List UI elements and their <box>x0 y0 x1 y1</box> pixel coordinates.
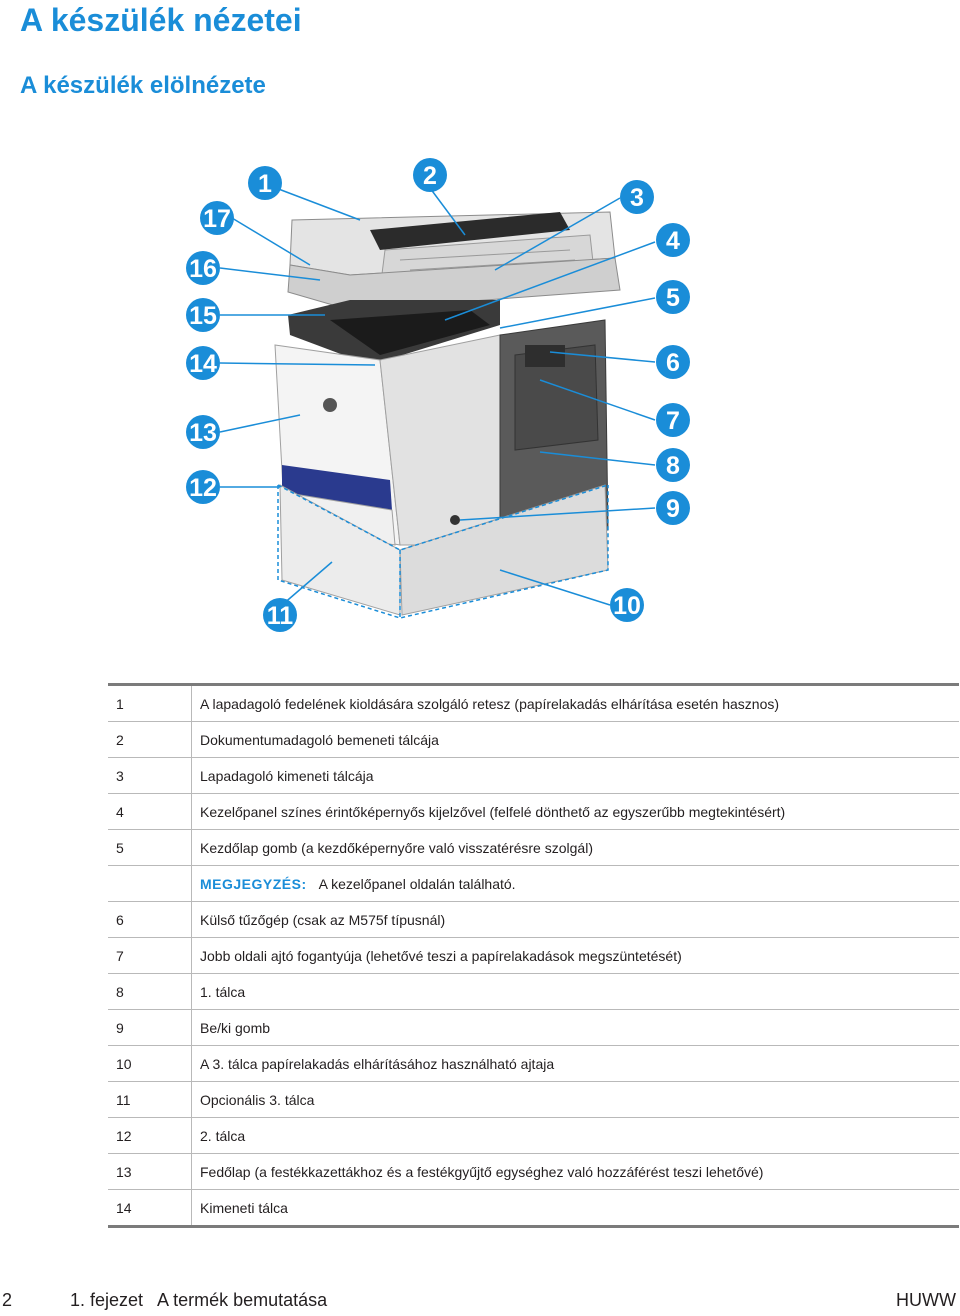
svg-text:13: 13 <box>189 419 217 447</box>
part-number: 14 <box>108 1189 192 1227</box>
part-description: Külső tűzőgép (csak az M575f típusnál) <box>200 911 446 928</box>
note-label: MEGJEGYZÉS: <box>200 875 307 892</box>
table-row: 13 Fedőlap (a festékkazettákhoz és a fes… <box>108 1153 959 1190</box>
svg-text:16: 16 <box>189 255 217 283</box>
part-description: Be/ki gomb <box>200 1019 271 1036</box>
page-number: 2 <box>2 1290 13 1310</box>
callout-15: 15 <box>186 298 220 332</box>
page-footer: 2 1. fejezet A termék bemutatása HUWW <box>0 1288 960 1316</box>
callout-4: 4 <box>656 223 690 257</box>
svg-text:4: 4 <box>666 227 680 255</box>
svg-text:11: 11 <box>267 602 294 630</box>
table-row: 8 1. tálca <box>108 973 959 1010</box>
part-description: 2. tálca <box>200 1127 246 1144</box>
svg-text:5: 5 <box>666 284 680 312</box>
part-description: Kezelőpanel színes érintőképernyős kijel… <box>200 803 786 820</box>
chapter-title: 1. fejezet A termék bemutatása <box>70 1290 328 1310</box>
part-description: Fedőlap (a festékkazettákhoz és a festék… <box>200 1163 764 1180</box>
callout-7: 7 <box>656 403 690 437</box>
callout-11: 11 <box>263 598 297 632</box>
page-title: A készülék nézetei <box>20 2 302 38</box>
table-row: 10 A 3. tálca papírelakadás elhárításáho… <box>108 1045 959 1082</box>
note-text: A kezelőpanel oldalán található. <box>318 875 516 892</box>
part-description: Kezdőlap gomb (a kezdőképernyőre való vi… <box>200 839 593 856</box>
part-description: Dokumentumadagoló bemeneti tálcája <box>200 731 439 748</box>
part-number: 1 <box>108 684 192 722</box>
part-number: 5 <box>108 829 192 866</box>
part-number: 7 <box>108 937 192 974</box>
note-cell: MEGJEGYZÉS: A kezelőpanel oldalán találha… <box>192 866 960 902</box>
callout-9: 9 <box>656 491 690 525</box>
callout-3: 3 <box>620 180 654 214</box>
printer-drawing <box>274 211 621 619</box>
part-number: 13 <box>108 1153 192 1190</box>
table-row: 6 Külső tűzőgép (csak az M575f típusnál) <box>108 901 959 938</box>
part-description: 1. tálca <box>200 983 246 1000</box>
table-row: 14 Kimeneti tálca <box>108 1189 959 1227</box>
callout-12: 12 <box>186 470 220 504</box>
part-number: 12 <box>108 1117 192 1154</box>
document-code: HUWW <box>896 1290 956 1310</box>
table-row: 12 2. tálca <box>108 1117 959 1154</box>
table-row: 1 A lapadagoló fedelének kioldására szol… <box>108 684 959 722</box>
callout-13: 13 <box>186 415 220 449</box>
part-description: Jobb oldali ajtó fogantyúja (lehetővé te… <box>200 947 682 964</box>
table-row: 7 Jobb oldali ajtó fogantyúja (lehetővé … <box>108 937 959 974</box>
svg-text:3: 3 <box>630 184 644 212</box>
part-description: Lapadagoló kimeneti tálcája <box>200 767 374 784</box>
part-number: 3 <box>108 757 192 794</box>
part-number: 2 <box>108 721 192 758</box>
svg-text:14: 14 <box>189 350 217 378</box>
svg-text:1: 1 <box>258 170 272 198</box>
part-number: 10 <box>108 1045 192 1082</box>
callout-16: 16 <box>186 251 220 285</box>
callout-badges: 1 2 3 4 5 6 7 8 9 10 11 12 13 14 15 16 1… <box>186 158 690 632</box>
table-row: 2 Dokumentumadagoló bemeneti tálcája <box>108 721 959 758</box>
svg-text:10: 10 <box>613 592 641 620</box>
part-description: Kimeneti tálca <box>200 1199 288 1216</box>
part-number: 9 <box>108 1009 192 1046</box>
callout-14: 14 <box>186 346 220 380</box>
table-row: 5 Kezdőlap gomb (a kezdőképernyőre való … <box>108 829 959 866</box>
callout-10: 10 <box>610 588 644 622</box>
table-row: 11 Opcionális 3. tálca <box>108 1081 959 1118</box>
svg-text:2: 2 <box>423 162 437 190</box>
part-description: Opcionális 3. tálca <box>200 1091 315 1108</box>
note-number-cell <box>108 865 192 902</box>
svg-text:8: 8 <box>666 452 680 480</box>
table-row: 3 Lapadagoló kimeneti tálcája <box>108 757 959 794</box>
parts-table: 1 A lapadagoló fedelének kioldására szol… <box>108 683 959 1228</box>
part-number: 4 <box>108 793 192 830</box>
callout-2: 2 <box>413 158 447 192</box>
part-description: A lapadagoló fedelének kioldására szolgá… <box>200 695 780 712</box>
callout-1: 1 <box>248 166 282 200</box>
svg-text:6: 6 <box>666 349 680 377</box>
callout-leaders <box>219 184 656 606</box>
svg-text:15: 15 <box>189 302 217 330</box>
part-number: 11 <box>108 1081 192 1118</box>
part-number: 8 <box>108 973 192 1010</box>
svg-text:7: 7 <box>666 407 680 435</box>
callout-5: 5 <box>656 280 690 314</box>
note-row: MEGJEGYZÉS: A kezelőpanel oldalán találha… <box>108 865 960 902</box>
section-title: A készülék elölnézete <box>20 72 266 99</box>
callout-8: 8 <box>656 448 690 482</box>
part-description: A 3. tálca papírelakadás elhárításához h… <box>200 1055 555 1072</box>
table-row: 4 Kezelőpanel színes érintőképernyős kij… <box>108 793 959 830</box>
svg-text:12: 12 <box>189 474 217 502</box>
svg-text:9: 9 <box>666 495 680 523</box>
printer-illustration: 1 2 3 4 5 6 7 8 9 10 11 12 13 14 15 16 1… <box>186 158 690 632</box>
callout-6: 6 <box>656 345 690 379</box>
part-number: 6 <box>108 901 192 938</box>
svg-text:17: 17 <box>203 205 231 233</box>
callout-17: 17 <box>200 201 234 235</box>
table-row: 9 Be/ki gomb <box>108 1009 959 1046</box>
printer-front-view-figure: 1 2 3 4 5 6 7 8 9 10 11 12 13 14 15 16 1… <box>170 150 710 650</box>
